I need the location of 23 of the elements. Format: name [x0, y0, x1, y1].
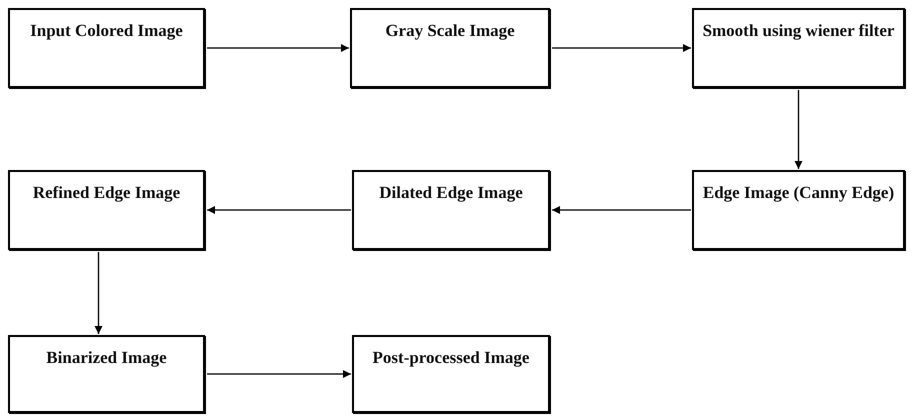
- box-label: Gray Scale Image: [385, 20, 515, 42]
- arrow: [794, 90, 802, 169]
- arrow: [207, 44, 349, 52]
- arrow: [94, 252, 102, 334]
- process-box: [8, 8, 205, 88]
- box-label: Edge Image (Canny Edge): [702, 182, 894, 204]
- process-box: [352, 170, 550, 250]
- box-label: Input Colored Image: [30, 20, 183, 42]
- box-label: Binarized Image: [46, 347, 167, 369]
- process-box: [692, 170, 905, 250]
- process-box: [350, 8, 550, 88]
- box-label: Smooth using wiener filter: [702, 20, 894, 42]
- arrow: [552, 44, 691, 52]
- box-label: Post-processed Image: [372, 347, 530, 369]
- process-box: [8, 170, 205, 250]
- arrow: [207, 206, 351, 214]
- box-label: Refined Edge Image: [32, 182, 180, 204]
- process-box: [8, 335, 205, 413]
- arrow: [552, 206, 691, 214]
- arrow: [207, 370, 351, 378]
- process-box: [352, 335, 550, 413]
- process-box: [692, 8, 905, 88]
- box-label: Dilated Edge Image: [379, 182, 523, 204]
